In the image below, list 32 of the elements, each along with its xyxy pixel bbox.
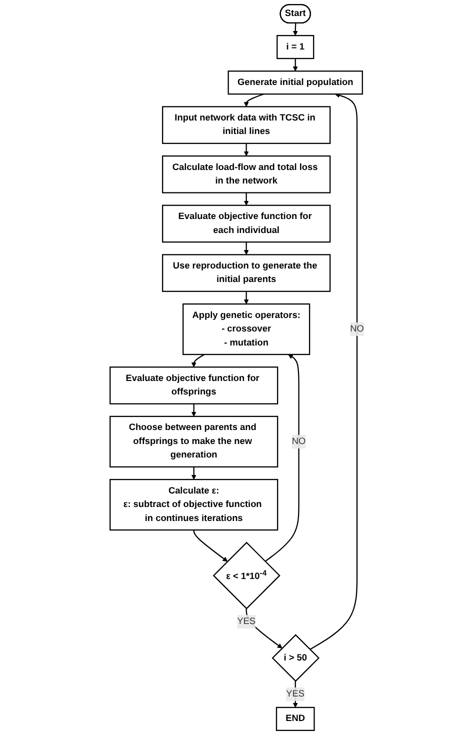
arrow bbox=[244, 143, 249, 156]
arrow bbox=[246, 608, 282, 648]
edge-label: NO bbox=[292, 436, 306, 446]
node-box: Calculate load-flow and total loss in the network bbox=[162, 155, 331, 194]
node-diamond: ε < 1*10$^{-4}$ bbox=[212, 542, 280, 610]
arrow bbox=[191, 404, 196, 417]
arrow bbox=[292, 58, 298, 72]
arrow bbox=[264, 354, 300, 562]
node-box: Evaluate objective function for each individual bbox=[162, 204, 331, 243]
node-box: Input network data with TCSC in initial lines bbox=[162, 106, 331, 144]
arrow bbox=[191, 354, 205, 368]
node-box: Use reproduction to generate the initial parents bbox=[162, 254, 331, 292]
arrow bbox=[310, 92, 358, 650]
arrow bbox=[292, 681, 298, 708]
edge-label: YES bbox=[286, 689, 305, 699]
node-box: i = 1 bbox=[276, 34, 314, 60]
edge-label: NO bbox=[350, 324, 364, 334]
node-diamond: i > 50 bbox=[272, 634, 320, 682]
node-box: Apply genetic operators: - crossover - mutation bbox=[182, 303, 310, 356]
arrow bbox=[244, 94, 264, 107]
node-box: END bbox=[276, 706, 315, 731]
arrow bbox=[244, 291, 249, 304]
node-box: Generate initial population bbox=[228, 70, 363, 95]
node-box: Choose between parents and offsprings to make the new generation bbox=[110, 416, 278, 468]
arrow bbox=[193, 530, 228, 562]
edge-label: YES bbox=[237, 616, 256, 626]
arrow bbox=[244, 192, 249, 206]
arrow bbox=[292, 23, 298, 36]
arrow bbox=[191, 466, 196, 480]
node-box: Calculate ε: ε: subtract of objective function in continues iterations bbox=[110, 478, 278, 531]
arrow bbox=[244, 242, 249, 255]
node-box: Evaluate objective function for offsprings bbox=[110, 366, 278, 404]
